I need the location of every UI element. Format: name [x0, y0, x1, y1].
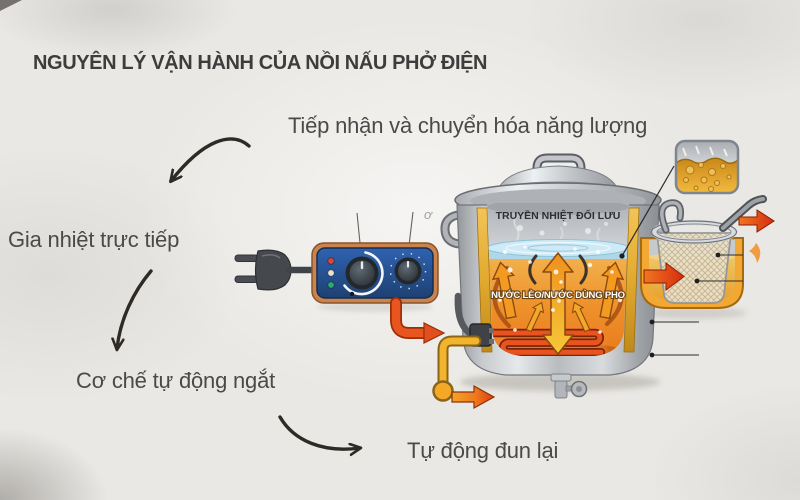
basket-long-handle-icon	[719, 195, 767, 232]
flame-curl-icon	[749, 243, 761, 263]
page-title: NGUYÊN LÝ VẬN HÀNH CỦA NỒI NẤU PHỞ ĐIỆN	[33, 52, 488, 74]
broth-inflow-arrow	[643, 262, 685, 291]
arrow-cutoff-to-reboil	[278, 415, 360, 449]
label-direct-heating: Gia nhiệt trực tiếp	[8, 227, 180, 252]
inset-pointer-line	[621, 165, 675, 257]
callout-lines	[652, 254, 743, 356]
heat-supply-arrow	[390, 297, 446, 344]
panel-screw	[349, 291, 355, 297]
broth-label: NƯỚC LÈO/NƯỚC DÙNG PHO	[491, 289, 625, 301]
power-plug-icon	[234, 249, 292, 291]
label-auto-cutoff: Cơ chế tự động ngắt	[76, 368, 276, 393]
basket-hook-handle-icon	[658, 199, 684, 234]
reboil-flow-arrow	[451, 384, 496, 410]
label-auto-reboil: Tự động đun lại	[407, 438, 559, 463]
soup-pot: TRUYỀN NHIỆT ĐỐI LƯU NƯỚC LÈO/NƯỚC DÙNG …	[440, 153, 676, 399]
steam-outflow-arrow	[738, 209, 775, 233]
thermostat-knob[interactable]	[389, 252, 427, 290]
strainer-basket	[650, 195, 767, 304]
cutaway-wall-left	[476, 207, 493, 353]
led-red	[327, 257, 335, 265]
broth-bubbles	[498, 260, 623, 334]
callout-dots	[649, 252, 721, 358]
convection-label: TRUYỀN NHIỆT ĐỐI LƯU	[496, 208, 621, 222]
indicator-leds	[327, 257, 335, 289]
inset-pointer-dot	[619, 253, 625, 259]
led-green	[327, 281, 335, 289]
cutaway-wall-right	[623, 207, 640, 353]
sketch-arrows	[117, 137, 360, 449]
label-energy-conversion: Tiếp nhận và chuyển hóa năng lượng	[288, 113, 648, 138]
convection-flow-arrows	[489, 252, 627, 355]
photo-corner-shadow	[0, 0, 22, 11]
reboil-pipe	[432, 335, 496, 410]
pipe-node	[432, 380, 454, 402]
drain-valve	[550, 373, 588, 399]
control-panel	[311, 211, 439, 304]
pot-left-handle-icon	[440, 209, 473, 249]
arrow-energy-to-heating	[171, 137, 251, 181]
watermark-fragment: ơ	[424, 207, 433, 222]
led-white	[327, 269, 335, 277]
boiling-zoom-inset	[674, 139, 740, 195]
arrow-heating-to-cutoff	[117, 269, 153, 349]
